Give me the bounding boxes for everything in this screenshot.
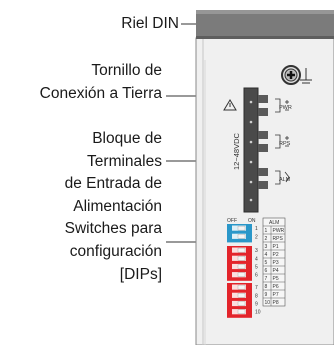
dip-switch-knob bbox=[237, 256, 246, 261]
dip-switch-knob bbox=[237, 309, 246, 314]
dip-switch-number: 3 bbox=[255, 248, 258, 254]
label-dip-switches-line2: configuración bbox=[69, 243, 162, 260]
alm-table-row-number: 9 bbox=[265, 292, 268, 298]
label-ground-screw-line2: Conexión a Tierra bbox=[39, 85, 162, 102]
dip-switch-number: 10 bbox=[255, 310, 261, 316]
dip-switch-number: 8 bbox=[255, 293, 258, 299]
ground-screw-icon bbox=[281, 65, 301, 85]
alm-table-row-name: P7 bbox=[273, 292, 279, 298]
terminal-block bbox=[244, 88, 258, 212]
earth-ground-symbol-icon bbox=[300, 68, 312, 84]
label-ground-screw-line1: Tornillo de bbox=[91, 62, 162, 79]
dip-off-label: OFF bbox=[227, 218, 237, 224]
dip-switch-number: 4 bbox=[255, 256, 258, 262]
dip-switch-bank: 1 2 3 4 5 6 7 8 9 10 bbox=[227, 224, 261, 318]
alm-table-frame bbox=[262, 217, 286, 307]
din-rail-shadow bbox=[196, 36, 334, 39]
dip-on-label: ON bbox=[248, 218, 256, 224]
dip-switch-knob bbox=[237, 284, 246, 290]
alm-table-row-name: P2 bbox=[273, 252, 279, 258]
alm-table-row-name: P6 bbox=[273, 284, 279, 290]
alm-table-row-name: P1 bbox=[273, 244, 279, 250]
alm-table-row-number: 3 bbox=[265, 244, 268, 250]
label-terminal-block-line1: Bloque de bbox=[92, 130, 162, 147]
rps-terminal-label: RPS bbox=[279, 141, 291, 147]
label-terminal-block-line3: de Entrada de bbox=[64, 175, 162, 192]
alm-table-row-name: P3 bbox=[273, 260, 279, 266]
alm-terminal-marking bbox=[275, 170, 290, 185]
dip-switch-number: 5 bbox=[255, 265, 258, 271]
alm-table-row-number: 8 bbox=[265, 284, 268, 290]
voltage-rating-text: 12~48VDC bbox=[232, 133, 241, 170]
terminal-slots bbox=[258, 95, 268, 189]
alm-table-row-number: 6 bbox=[265, 268, 268, 274]
dip-switch-knob bbox=[237, 272, 246, 277]
pwr-terminal-marking bbox=[275, 98, 289, 113]
dip-switch-number: 1 bbox=[255, 226, 258, 232]
alm-table-row-name: P8 bbox=[273, 300, 279, 306]
pwr-terminal-label: PWR bbox=[279, 105, 292, 111]
alm-table-header: ALM bbox=[269, 220, 279, 226]
alm-table-row-name: PWR bbox=[273, 228, 285, 234]
dip-switch-knob bbox=[237, 264, 246, 269]
dip-switch-number: 2 bbox=[255, 234, 258, 240]
alm-terminal-label: ALM bbox=[279, 177, 291, 183]
dip-switch-knob bbox=[237, 234, 246, 239]
label-din-rail: Riel DIN bbox=[121, 15, 179, 32]
alm-table-row-number: 1 bbox=[265, 228, 268, 234]
label-terminal-block-line2: Terminales bbox=[87, 153, 162, 170]
alm-table-row-number: 10 bbox=[265, 300, 271, 306]
rps-terminal-marking bbox=[275, 134, 289, 149]
din-rail bbox=[196, 10, 334, 38]
din-rail-highlight bbox=[196, 10, 334, 14]
label-dip-switches-line3: [DIPs] bbox=[119, 266, 162, 283]
alm-table-row-number: 5 bbox=[265, 260, 268, 266]
label-dip-switches-line1: Switches para bbox=[64, 220, 162, 237]
dip-switch-knob bbox=[237, 301, 246, 306]
alm-table-row-number: 7 bbox=[265, 276, 268, 282]
dip-switch-number: 7 bbox=[255, 285, 258, 291]
dip-switch-knob bbox=[237, 293, 246, 298]
dip-switch-number: 9 bbox=[255, 302, 258, 308]
alm-table-row-name: RPS bbox=[273, 236, 284, 242]
alm-table-row-name: P5 bbox=[273, 276, 279, 282]
dip-switch-knob bbox=[237, 247, 246, 253]
alm-table-row-number: 4 bbox=[265, 252, 268, 258]
label-terminal-block-line4: Alimentación bbox=[73, 198, 162, 215]
alm-table-row-name: P4 bbox=[273, 268, 279, 274]
dip-switch-number: 6 bbox=[255, 273, 258, 279]
warning-icon bbox=[223, 99, 237, 111]
dip-switch-knob bbox=[237, 225, 246, 231]
alm-table-row-number: 2 bbox=[265, 236, 268, 242]
terminal-screws bbox=[249, 100, 253, 202]
